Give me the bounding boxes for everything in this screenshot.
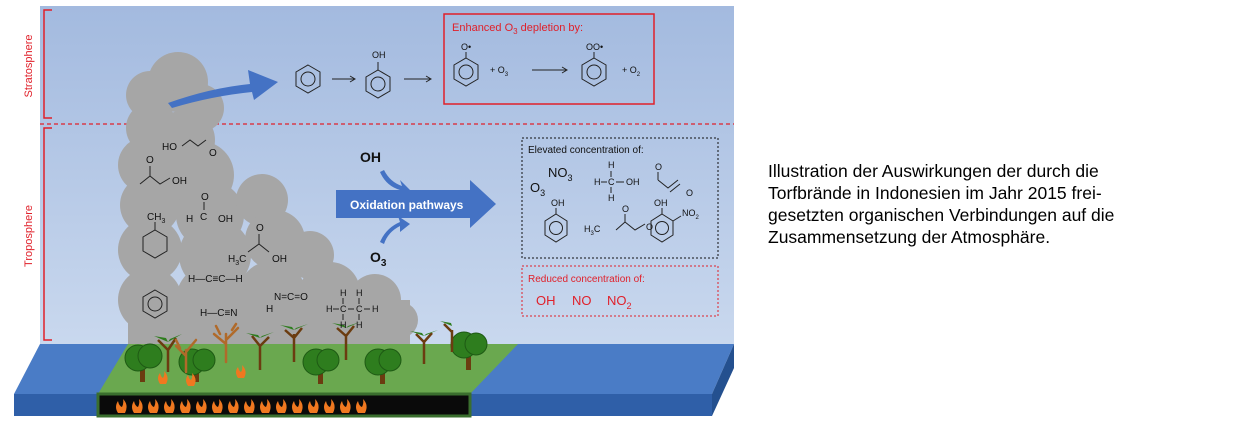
oxidation-pathways-label: Oxidation pathways [350, 198, 464, 212]
svg-text:H: H [608, 193, 615, 203]
enhanced-ozone-depletion-box: Enhanced O3 depletion by: O• + O3 OO• + … [443, 13, 655, 105]
svg-text:O: O [686, 188, 693, 198]
formic-acid-molecule: O H C OH [186, 192, 233, 225]
caption-line: Torfbrände in Indonesien im Jahr 2015 fr… [768, 183, 1102, 203]
svg-text:+ O3: + O3 [490, 65, 509, 78]
reduced-concentration-box: Reduced concentration of: OH NO NO2 [521, 265, 719, 317]
phenol-elevated-molecule: OH [544, 198, 568, 243]
o3-reactant-label: O3 [370, 249, 387, 269]
svg-text:O3: O3 [530, 180, 545, 198]
svg-text:H: H [340, 288, 347, 298]
svg-text:CH3: CH3 [147, 212, 165, 225]
figure-caption: Illustration der Auswirkungen der durch … [768, 160, 1228, 248]
forest-trees [124, 321, 488, 386]
stratosphere-label: Stratosphere [23, 35, 35, 98]
svg-text:+ O2: + O2 [622, 65, 641, 78]
svg-text:OO•: OO• [586, 42, 603, 52]
svg-text:O: O [622, 204, 629, 214]
water-side [712, 344, 734, 416]
svg-text:H: H [186, 214, 193, 225]
oh-feed-arrow [380, 170, 410, 194]
svg-text:H: H [608, 160, 615, 170]
stratosphere-bracket [43, 9, 52, 119]
svg-text:Elevated concentration of:: Elevated concentration of: [528, 145, 644, 156]
svg-text:H: H [372, 304, 379, 314]
svg-text:O: O [201, 192, 209, 203]
svg-text:O: O [655, 162, 662, 172]
svg-text:O: O [646, 222, 653, 232]
svg-text:O: O [256, 223, 264, 234]
svg-text:OH: OH [372, 50, 386, 60]
oh-reactant-label: OH [360, 149, 381, 165]
elevated-concentration-box: Elevated concentration of: NO3 O3 H H C … [521, 137, 719, 259]
svg-text:HO: HO [162, 142, 177, 153]
svg-text:C: C [340, 304, 347, 314]
peat-layer-rim [96, 392, 472, 418]
svg-text:Reduced concentration of:: Reduced concentration of: [528, 274, 645, 285]
svg-text:C: C [200, 212, 207, 223]
ethane-molecule: H H H C C H H H [326, 288, 379, 330]
svg-text:NO: NO [572, 293, 592, 308]
oxidation-pathways-arrow [336, 180, 496, 228]
caption-line: Zusammensetzung der Atmosphäre. [768, 227, 1051, 247]
svg-text:NO2: NO2 [682, 208, 700, 221]
caption-line: Illustration der Auswirkungen der durch … [768, 161, 1099, 181]
svg-text:H: H [594, 177, 601, 187]
benzene-icon [295, 64, 321, 94]
o3-feed-arrow [380, 216, 410, 244]
glycolaldehyde-molecule: HO O [162, 139, 217, 159]
peat-fire-flames [116, 399, 367, 413]
svg-text:OH: OH [536, 293, 556, 308]
svg-text:O•: O• [461, 42, 471, 52]
nitrophenol-molecule: OH NO2 [650, 198, 700, 243]
phenol-icon: OH [365, 50, 391, 99]
troposphere-label: Troposphere [23, 205, 35, 267]
hydrogen-cyanide-molecule: H—C≡N [200, 308, 238, 319]
hydroxyacetone-molecule: O OH [139, 155, 187, 187]
svg-text:OH: OH [654, 198, 668, 208]
isocyanic-acid-molecule: H N=C=O [266, 292, 308, 315]
acetylene-molecule: H—C≡C—H [188, 274, 243, 285]
svg-text:H: H [340, 320, 347, 330]
svg-text:NO3: NO3 [548, 165, 573, 183]
svg-text:N=C=O: N=C=O [274, 292, 308, 303]
methylglyoxal-molecule: O H3C O [584, 204, 653, 237]
svg-text:O: O [209, 148, 217, 159]
toluene-molecule: CH3 [142, 212, 168, 259]
cloud-molecules: HO O O OH O H C OH CH3 O H3C OH H—C≡C—H [139, 139, 379, 330]
svg-text:O: O [146, 155, 154, 166]
acetic-acid-molecule: O H3C OH [228, 223, 287, 267]
svg-text:OH: OH [551, 198, 565, 208]
svg-text:C: C [608, 177, 615, 187]
svg-text:H: H [356, 320, 363, 330]
smoke-plume [118, 52, 418, 344]
svg-text:OH: OH [218, 214, 233, 225]
glyoxal-molecule: O O [655, 162, 693, 198]
svg-text:Enhanced O3 depletion by:: Enhanced O3 depletion by: [452, 22, 583, 36]
svg-text:H3C: H3C [584, 224, 601, 237]
svg-text:OH: OH [272, 254, 287, 265]
atmosphere-figure: Stratosphere Troposphere [14, 6, 734, 418]
svg-text:H3C: H3C [228, 254, 246, 267]
strato-reaction-path: OH [295, 50, 432, 99]
svg-text:H: H [326, 304, 333, 314]
benzene-molecule [142, 289, 168, 319]
svg-text:H: H [356, 288, 363, 298]
troposphere-bracket [43, 127, 52, 341]
svg-text:OH: OH [172, 176, 187, 187]
svg-text:C: C [356, 304, 363, 314]
svg-text:OH: OH [626, 177, 640, 187]
methanol-molecule: H H C OH H [594, 160, 640, 203]
svg-text:H: H [266, 304, 273, 315]
stratosphere-transport-arrow [168, 70, 278, 108]
svg-text:NO2: NO2 [607, 293, 632, 311]
caption-line: gesetzten organischen Verbindungen auf d… [768, 205, 1115, 225]
